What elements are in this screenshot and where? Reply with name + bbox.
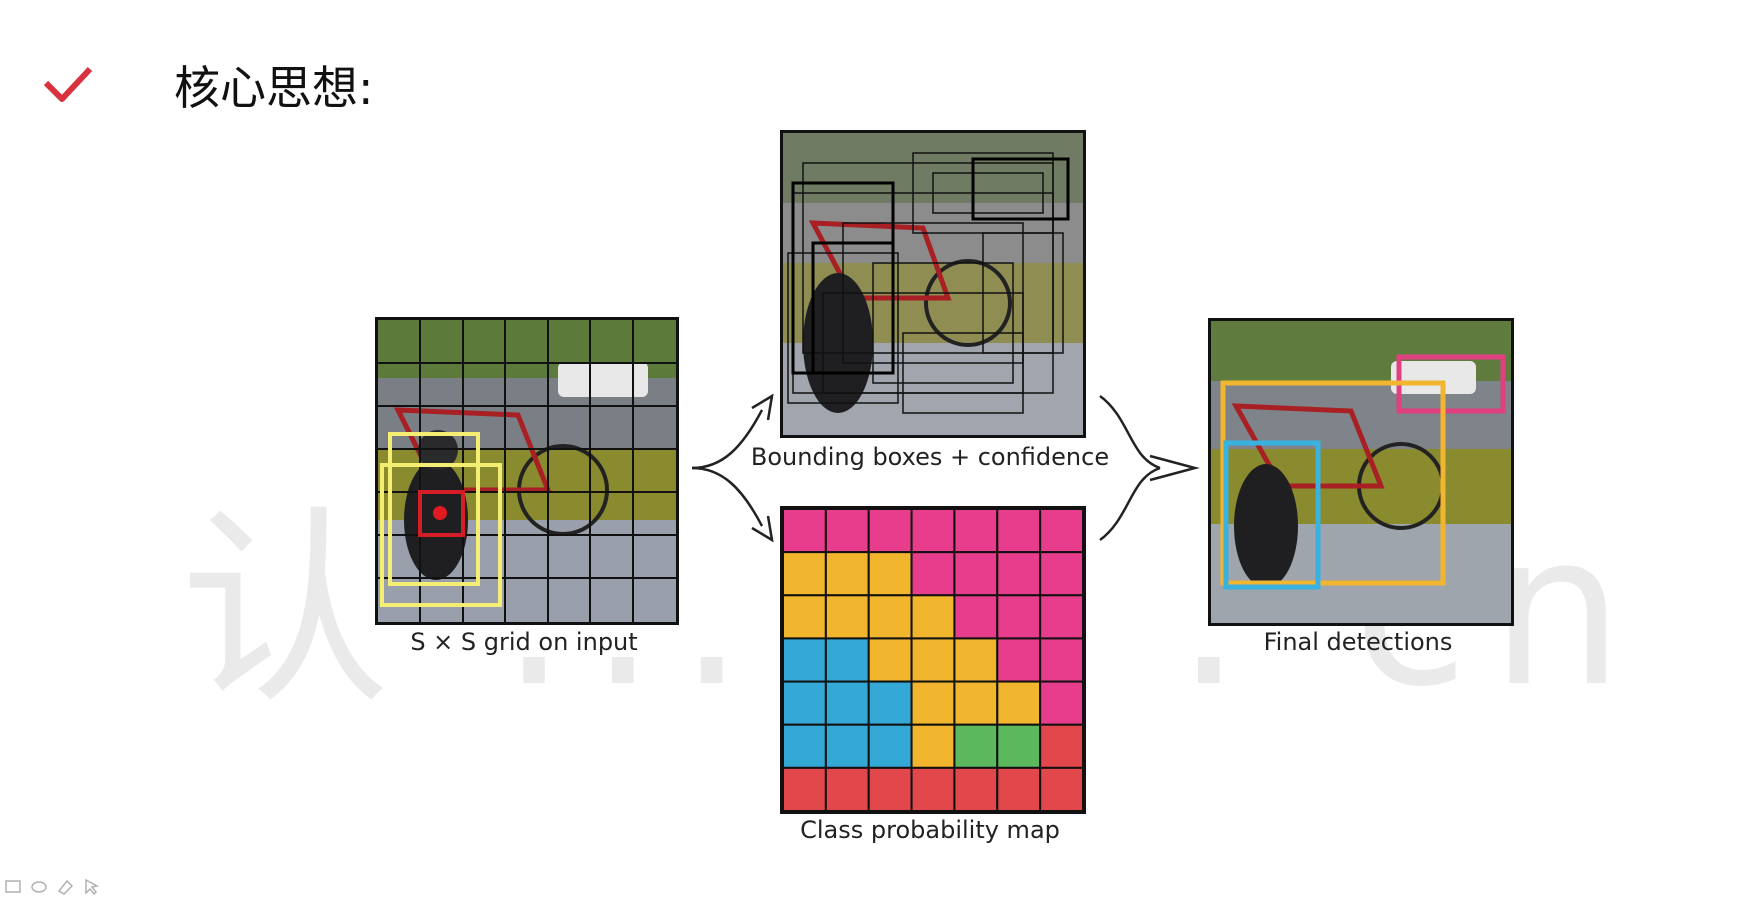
class-cell-blue [824,680,870,726]
class-cell-pink [996,509,1042,554]
class-probability-map [780,506,1086,814]
class-cell-yellow [867,637,913,683]
class-cell-pink [996,594,1042,640]
class-cell-pink [1039,637,1083,683]
final-detections-caption: Final detections [1263,628,1453,656]
input-grid-image [375,317,679,625]
class-cell-pink [953,509,999,554]
class-cell-red [1039,723,1083,769]
slide-header: 核心思想: [44,52,374,118]
slide-title: 核心思想: [174,61,374,115]
class-cell-yellow [996,680,1042,726]
responsible-cell [418,490,465,537]
input-grid-lines [378,320,676,622]
class-cell-blue [867,680,913,726]
class-cell-pink [996,637,1042,683]
class-cell-yellow [824,551,870,597]
class-cell-blue [824,723,870,769]
class-cell-pink [910,551,956,597]
checkmark-icon [44,66,92,102]
dog-detection-box [1223,440,1321,590]
class-cell-pink [1039,680,1083,726]
class-cell-blue [783,723,827,769]
eraser-icon[interactable] [56,878,74,896]
class-cell-red [824,766,870,811]
pointer-icon[interactable] [82,878,100,896]
merge-arrow-icon [1099,394,1200,542]
class-cell-blue [824,637,870,683]
candidate-box [388,432,480,586]
class-cell-pink [996,551,1042,597]
class-cell-pink [953,551,999,597]
bounding-boxes-caption: Bounding boxes + confidence [750,443,1110,471]
class-cell-pink [910,509,956,554]
class-cell-green [953,723,999,769]
bicycle-detection-box [1220,380,1446,586]
class-probability-caption: Class probability map [800,816,1060,844]
class-cell-pink [867,509,913,554]
class-cell-red [953,766,999,811]
bounding-boxes-image [780,130,1086,438]
class-cell-yellow [910,637,956,683]
class-cell-yellow [910,680,956,726]
input-grid-caption: S × S grid on input [410,628,638,656]
class-cell-blue [867,723,913,769]
class-cell-pink [824,509,870,554]
class-cell-green [996,723,1042,769]
object-center-dot [433,506,447,520]
class-cell-yellow [910,723,956,769]
class-cell-red [996,766,1042,811]
class-cell-yellow [783,551,827,597]
class-cell-yellow [783,594,827,640]
class-cell-red [867,766,913,811]
class-cell-yellow [910,594,956,640]
class-cell-red [783,766,827,811]
class-cell-blue [783,680,827,726]
final-detections-image [1208,318,1514,626]
presentation-toolbar [4,878,100,896]
class-cell-yellow [867,551,913,597]
class-cell-yellow [824,594,870,640]
candidate-box [380,463,502,607]
class-cell-yellow [953,680,999,726]
class-cell-yellow [867,594,913,640]
pen-icon[interactable] [30,878,48,896]
split-arrow-icon [691,393,774,543]
slides-icon[interactable] [4,878,22,896]
class-cell-pink [953,594,999,640]
class-cell-pink [1039,551,1083,597]
class-cell-pink [1039,594,1083,640]
class-cell-red [1039,766,1083,811]
class-cell-red [910,766,956,811]
class-cell-blue [783,637,827,683]
class-cell-pink [783,509,827,554]
class-cell-pink [1039,509,1083,554]
class-cell-yellow [953,637,999,683]
